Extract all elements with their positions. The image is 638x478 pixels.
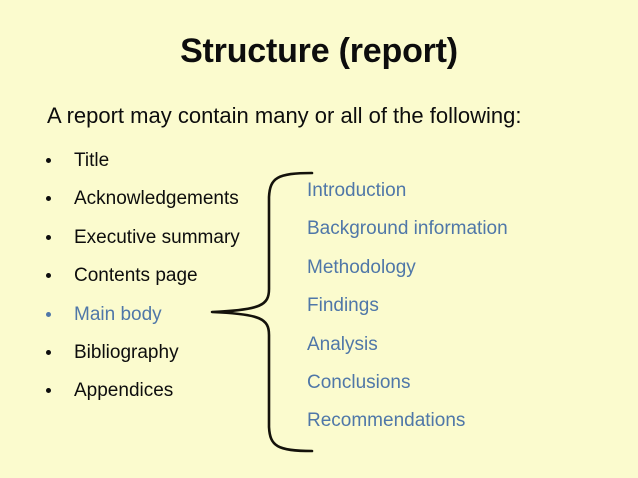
list-item: Recommendations — [307, 410, 466, 432]
list-item: Contents page — [44, 263, 259, 301]
bullet-icon — [46, 273, 51, 279]
list-item: Analysis — [307, 333, 378, 355]
list-item: Conclusions — [307, 371, 411, 393]
list-item-label: Main body — [74, 303, 162, 325]
bullet-icon — [46, 234, 51, 240]
list-item-label: Bibliography — [74, 341, 179, 363]
bullet-icon — [46, 388, 51, 394]
bullet-icon — [46, 349, 51, 355]
list-item: Findings — [307, 295, 379, 317]
list-item: Introduction — [307, 180, 407, 201]
page-title: Structure (report) — [180, 32, 458, 70]
list-item: Methodology — [307, 256, 416, 278]
bullet-icon — [46, 196, 51, 202]
bullet-icon — [46, 311, 51, 317]
list-item: Appendices — [44, 378, 259, 416]
list-item: Background information — [307, 218, 508, 240]
report-body-sections-list: Introduction Background information Meth… — [307, 178, 607, 447]
slide-subtitle: A report may contain many or all of the … — [47, 103, 522, 128]
bullet-icon — [46, 158, 51, 163]
list-item-label: Title — [74, 150, 110, 171]
list-item: Title — [44, 148, 259, 186]
list-item-label: Acknowledgements — [74, 188, 239, 210]
list-item-label: Executive summary — [74, 226, 240, 248]
list-item-label: Contents page — [74, 265, 198, 287]
list-item-main-body: Main body — [44, 302, 259, 340]
report-sections-list: Title Acknowledgements Executive summary… — [44, 148, 259, 417]
list-item: Acknowledgements — [44, 186, 259, 224]
list-item: Bibliography — [44, 340, 259, 378]
list-item-label: Appendices — [74, 380, 174, 402]
list-item: Executive summary — [44, 225, 259, 263]
